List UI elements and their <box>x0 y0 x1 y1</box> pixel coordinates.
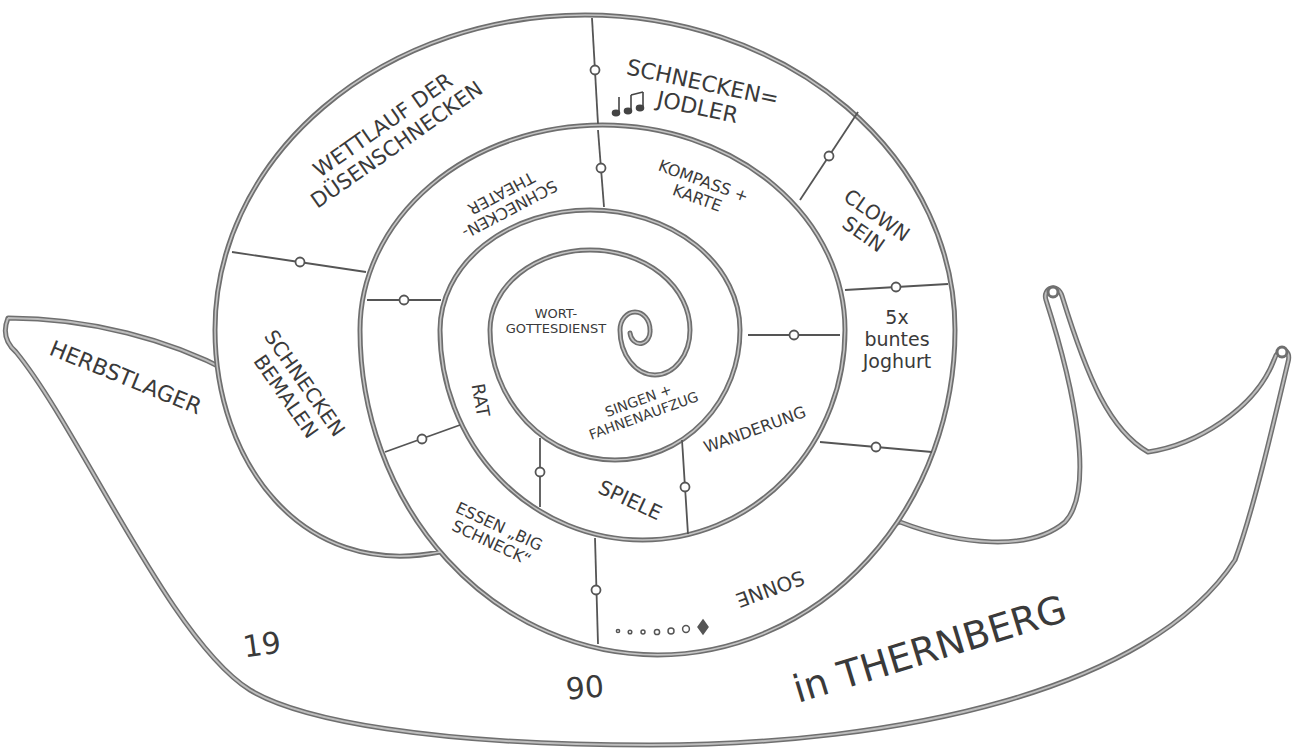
trail-dot <box>683 626 690 633</box>
divider-dot <box>825 152 834 161</box>
program-item: SINGEN + FAHNENAUFZUG <box>577 372 705 445</box>
program-item: SCHNECKEN BEMALEN <box>238 323 351 458</box>
program-item: SONNE <box>723 561 817 614</box>
trail-dot <box>616 629 619 632</box>
place-text: in THERNBERG <box>766 581 1094 719</box>
shell-ground <box>215 15 955 655</box>
program-item: WETTLAUF DER DÜSENSCHNECKEN <box>287 53 493 218</box>
segment-divider <box>820 442 932 452</box>
divider-dot <box>591 66 600 75</box>
music-note-stem <box>618 97 620 112</box>
year-text: 90 <box>552 668 619 708</box>
tentacle-knob <box>1048 287 1058 297</box>
program-item: KOMPASS + KARTE <box>646 155 754 224</box>
program-item: ESSEN „BIG SCHNECK“ <box>428 491 561 579</box>
divider-dot <box>872 443 881 452</box>
program-item: SCHNECKEN-THEATER <box>445 157 565 244</box>
divider-dot <box>536 468 545 477</box>
program-item: WORT-GOTTESDIENST <box>500 307 612 337</box>
divider-dot <box>681 483 690 492</box>
program-item: RAT <box>465 373 494 428</box>
divider-dot <box>790 331 799 340</box>
segment-dividers <box>232 18 948 644</box>
divider-dot <box>892 283 901 292</box>
program-item: 5x buntes Joghurt <box>853 307 941 373</box>
trail-diamond <box>698 620 708 634</box>
program-item: SCHNECKEN= JODLER <box>612 53 789 138</box>
divider-dot <box>418 435 427 444</box>
divider-dot <box>597 164 606 173</box>
shell-spiral <box>215 15 955 655</box>
tentacle-knob <box>1277 347 1287 357</box>
segment-divider <box>385 425 460 452</box>
shell-spiral-inner-line <box>215 15 955 655</box>
program-item: WANDERUNG <box>696 401 813 459</box>
program-item: CLOWN SEIN <box>822 182 917 268</box>
program-item: SPIELE <box>588 472 672 527</box>
trail-dot <box>654 629 659 634</box>
dot-trail <box>616 620 708 635</box>
divider-dot <box>592 586 601 595</box>
trail-dot <box>628 630 632 634</box>
tail-banner-text: HERBSTLAGER <box>39 333 211 422</box>
divider-dot <box>400 296 409 305</box>
divider-dot <box>296 258 305 267</box>
trail-dot <box>668 628 674 634</box>
segment-divider <box>232 252 366 272</box>
year-text: 19 <box>228 623 296 666</box>
trail-dot <box>641 630 645 634</box>
